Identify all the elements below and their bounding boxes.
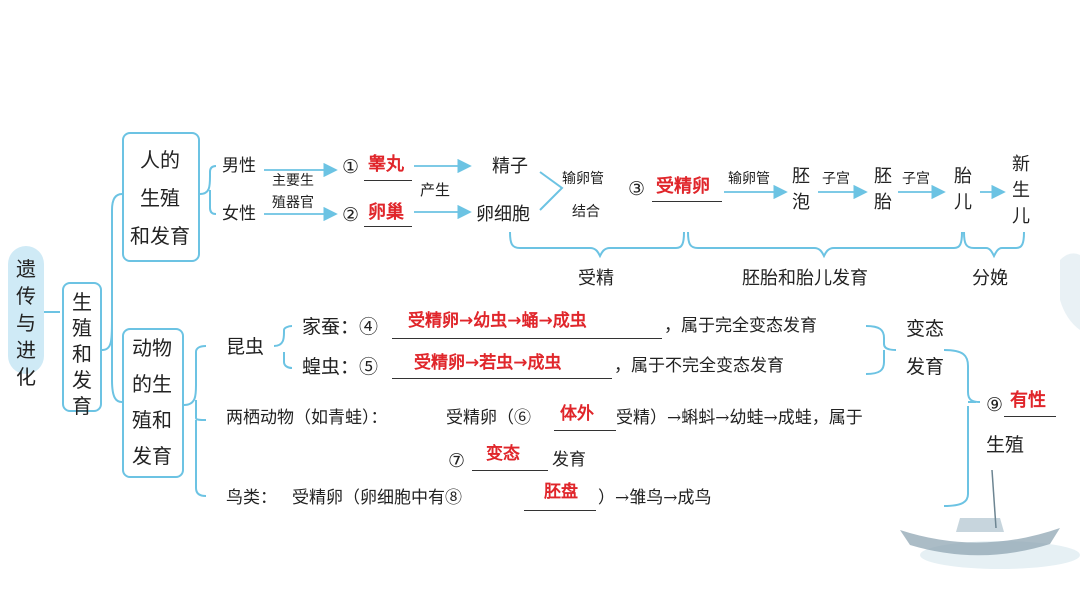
boat-decoration [0, 0, 1080, 608]
